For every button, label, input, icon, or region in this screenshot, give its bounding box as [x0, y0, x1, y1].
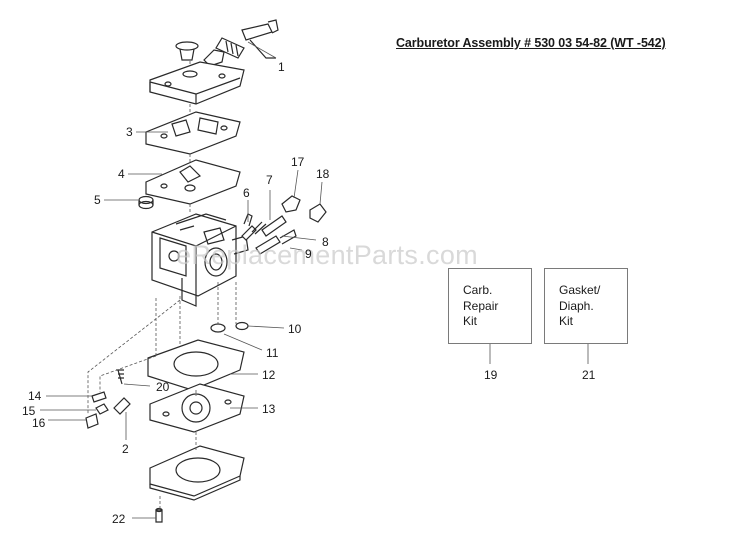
- callout-12: 12: [262, 368, 276, 382]
- callout-13: 13: [262, 402, 276, 416]
- kit-box-gasket-diaph: Gasket/ Diaph. Kit: [544, 268, 628, 344]
- callout-4: 4: [118, 167, 125, 181]
- parts-6-9-needles: [241, 213, 297, 255]
- watermark-text: eReplacementParts.com: [176, 240, 478, 270]
- callout-10: 10: [288, 322, 302, 336]
- carburetor-body: [151, 213, 249, 307]
- callout-9: 9: [305, 247, 312, 261]
- kit-label-line: Carb.: [463, 283, 493, 297]
- callout-18: 18: [316, 167, 330, 181]
- kit-label-line: Diaph.: [559, 298, 594, 313]
- bottom-cover: [149, 445, 245, 501]
- diagram-title: Carburetor Assembly # 530 03 54-82 (WT -…: [396, 36, 666, 50]
- top-cover: [149, 61, 245, 105]
- part-13-diaphragm: [149, 383, 245, 433]
- kit-label-line: Repair: [463, 298, 499, 313]
- callout-14: 14: [28, 389, 42, 403]
- kit-label-line: Gasket/: [559, 283, 601, 297]
- part-4-diaphragm: [145, 159, 241, 205]
- callout-7: 7: [266, 173, 273, 187]
- callout-16: 16: [32, 416, 46, 430]
- part-3-gasket: [145, 111, 241, 155]
- callout-2: 2: [122, 442, 129, 456]
- callout-17: 17: [291, 155, 305, 169]
- callout-11: 11: [266, 346, 279, 360]
- callout-22: 22: [112, 512, 126, 526]
- kit-leader-lines: [489, 344, 589, 364]
- kit-box-carb-repair: Carb. Repair Kit: [448, 268, 532, 344]
- callout-6: 6: [243, 186, 250, 200]
- part-5-plug: [138, 195, 154, 210]
- parts-small-hardware: [85, 369, 131, 429]
- kit-number-19: 19: [484, 368, 498, 382]
- kit-label-line: Kit: [463, 314, 478, 328]
- callout-8: 8: [322, 235, 329, 249]
- part-1-screw: [175, 19, 279, 67]
- leader-lines: [40, 41, 323, 519]
- callout-20: 20: [156, 380, 170, 394]
- parts-10-11-orings: [210, 321, 249, 333]
- alignment-lines: [87, 60, 237, 510]
- parts-17-18-caps: [281, 195, 327, 223]
- callout-15: 15: [22, 404, 36, 418]
- kit-number-21: 21: [582, 368, 596, 382]
- part-12-gasket: [147, 339, 245, 391]
- part-22-screw: [155, 507, 163, 523]
- callout-3: 3: [126, 125, 133, 139]
- callout-1: 1: [278, 60, 285, 74]
- kit-label-line: Kit: [559, 314, 574, 328]
- callout-5: 5: [94, 193, 101, 207]
